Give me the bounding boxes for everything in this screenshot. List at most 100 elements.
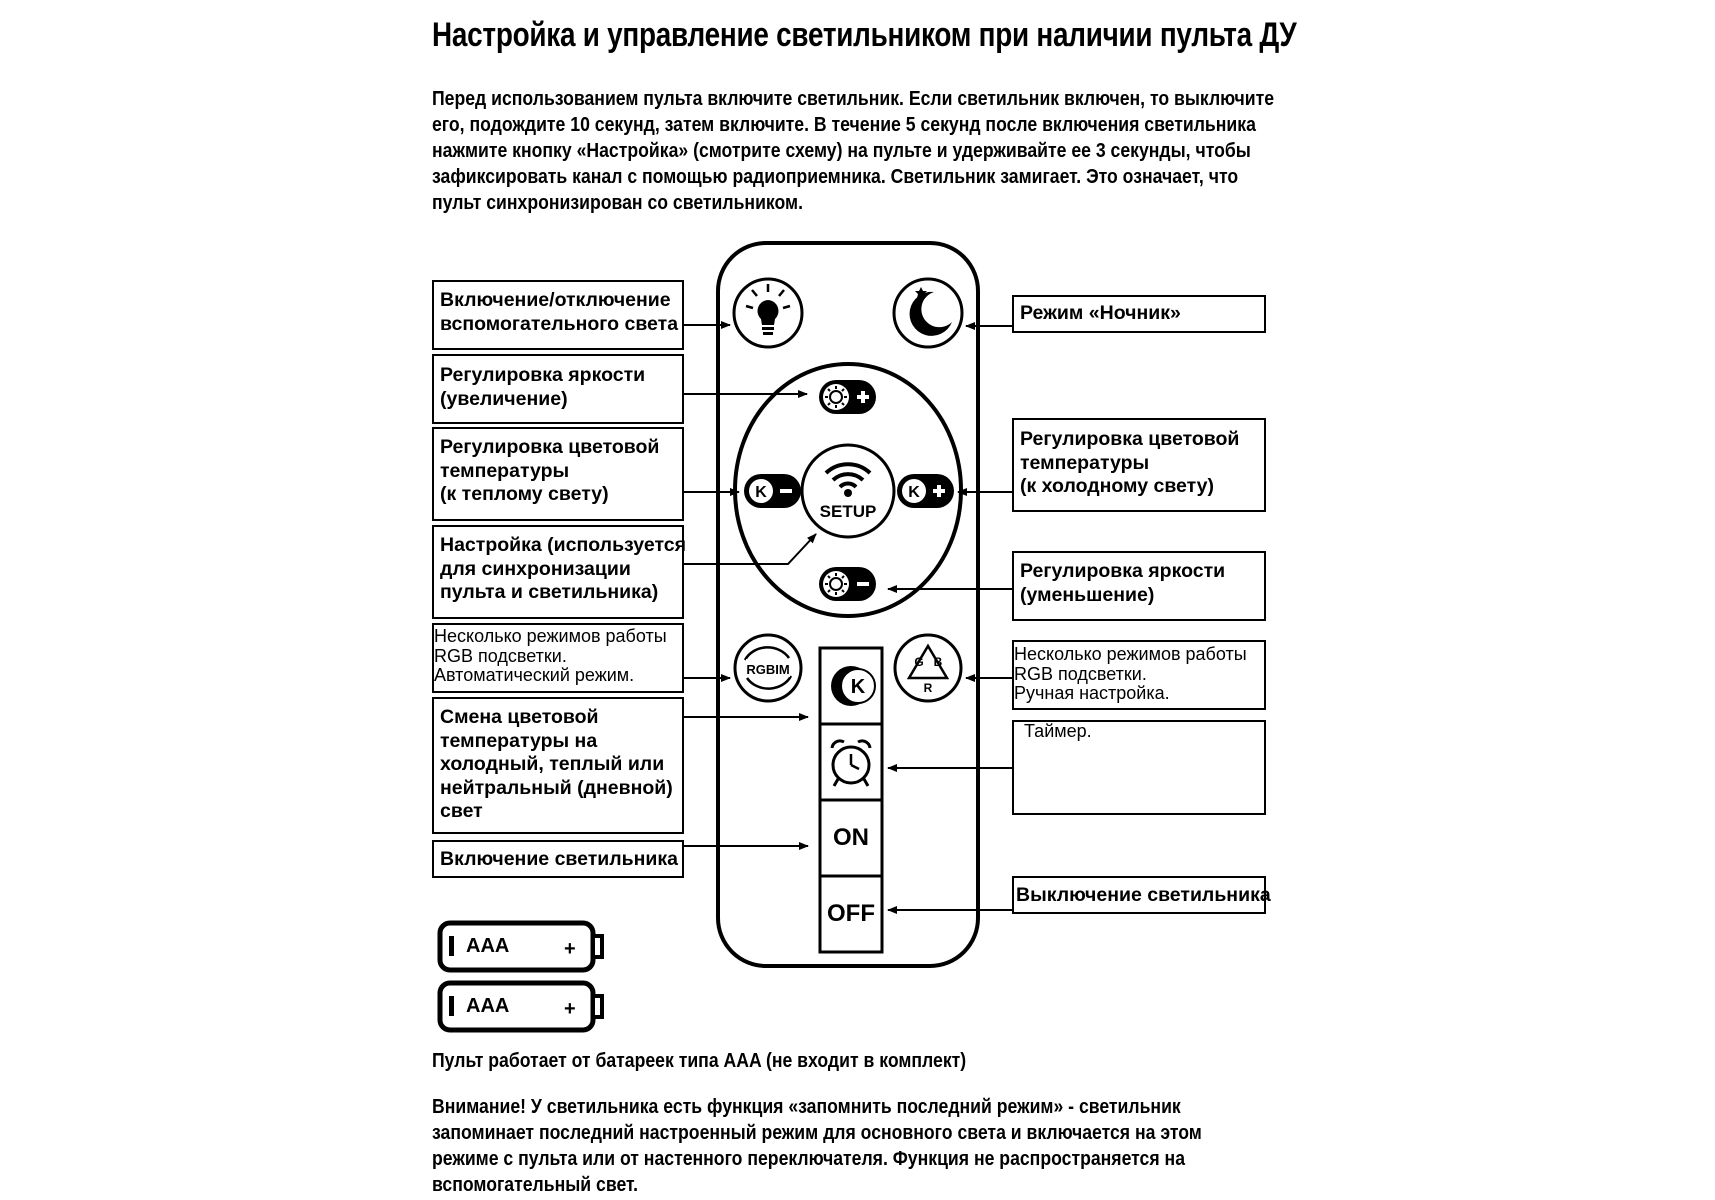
label-line: Регулировка яркости — [440, 364, 646, 386]
rgb-manual-button[interactable]: G B R — [893, 633, 963, 703]
label-line: Режим «Ночник» — [1020, 302, 1181, 324]
label-line: Регулировка яркости — [1020, 560, 1226, 582]
label-line: (к холодному свету) — [1020, 475, 1215, 497]
warning-paragraph: Внимание! У светильника есть функция «за… — [432, 1094, 1202, 1198]
kelvin-letter: K — [755, 484, 767, 501]
label-box-setup — [432, 525, 684, 619]
intro-paragraph: Перед использованием пульта включите све… — [432, 86, 1274, 216]
label-line: пульта и светильника) — [440, 581, 659, 603]
label-line: холодный, теплый или — [440, 753, 665, 775]
intro-line: Перед использованием пульта включите све… — [432, 87, 1275, 110]
label-kelvin-plus: Регулировка цветовой температуры (к холо… — [1020, 428, 1239, 499]
label-line: (к теплому свету) — [440, 483, 609, 505]
label-setup: Настройка (используется для синхронизаци… — [440, 534, 686, 605]
label-line: температуры на — [440, 729, 598, 752]
battery-label: AAA — [466, 935, 509, 957]
label-line: свет — [440, 800, 483, 822]
label-box-off — [1012, 876, 1266, 914]
aux-light-button[interactable] — [732, 277, 804, 349]
label-box-night-mode — [1012, 295, 1266, 333]
warning-line: режиме с пульта или от настенного перекл… — [432, 1147, 1186, 1170]
label-line: для синхронизации — [440, 557, 631, 580]
label-line: Настройка (используется — [440, 534, 686, 556]
warning-line: Внимание! У светильника есть функция «за… — [432, 1095, 1181, 1118]
night-mode-button[interactable] — [892, 277, 964, 349]
label-kelvin-cycle: Смена цветовой температуры на холодный, … — [440, 706, 673, 824]
battery-plus: + — [564, 998, 576, 1020]
label-line: (увеличение) — [440, 387, 568, 410]
label-line: Выключение светильника — [1016, 884, 1271, 906]
label-box-rgb-auto — [432, 623, 684, 693]
kelvin-letter: K — [851, 676, 866, 698]
label-line: Автоматический режим. — [434, 665, 635, 685]
on-button[interactable] — [818, 798, 884, 878]
arrow-setup — [684, 533, 817, 565]
off-button[interactable] — [818, 874, 884, 954]
label-night-mode: Режим «Ночник» — [1020, 302, 1181, 326]
setup-button[interactable]: SETUP — [800, 443, 896, 539]
label-timer: Таймер. — [1024, 721, 1092, 742]
label-kelvin-minus: Регулировка цветовой температуры (к тепл… — [440, 436, 659, 507]
label-line: температуры — [1020, 451, 1150, 474]
brightness-down-button[interactable] — [819, 567, 876, 601]
page-title: Настройка и управление светильником при … — [432, 16, 1297, 54]
label-box-brightness-up — [432, 354, 684, 424]
battery-note: Пульт работает от батареек типа AAA (не … — [432, 1049, 967, 1072]
on-label: ON — [833, 824, 869, 851]
warning-line: запоминает последний настроенный режим д… — [432, 1121, 1202, 1144]
label-off: Выключение светильника — [1016, 884, 1271, 908]
moon-icon — [909, 287, 952, 336]
label-line: Несколько режимов работы — [1014, 644, 1247, 664]
intro-line: зафиксировать канал с помощью радиоприем… — [432, 165, 1239, 188]
label-on: Включение светильника — [440, 848, 678, 872]
kelvin-minus-button[interactable]: K — [744, 474, 801, 508]
setup-label: SETUP — [820, 502, 877, 521]
rgb-manual-icon: G B R — [906, 643, 950, 695]
label-box-kelvin-plus — [1012, 418, 1266, 512]
label-box-kelvin-minus — [432, 427, 684, 521]
label-line: RGB подсветки. — [1014, 663, 1147, 684]
label-rgb-auto: Несколько режимов работы RGB подсветки. … — [434, 626, 667, 686]
brightness-up-button[interactable] — [819, 380, 876, 414]
kelvin-plus-button[interactable]: K — [897, 474, 954, 508]
label-box-aux-light — [432, 280, 684, 350]
label-box-timer — [1012, 720, 1266, 815]
label-line: Регулировка цветовой — [1020, 428, 1240, 450]
rgb-letter-b: B — [934, 655, 943, 669]
wifi-icon — [824, 462, 872, 497]
kelvin-plus-icon: K — [902, 479, 926, 503]
kelvin-cycle-icon: K — [831, 666, 876, 706]
label-aux-light: Включение/отключение вспомогательного св… — [440, 289, 678, 336]
label-box-on — [432, 840, 684, 878]
label-line: Несколько режимов работы — [434, 626, 667, 646]
bulb-icon — [745, 284, 791, 335]
intro-line: нажмите кнопку «Настройка» (смотрите схе… — [432, 139, 1251, 162]
label-line: Смена цветовой — [440, 706, 599, 728]
intro-line: пульт синхронизирован со светильником. — [432, 191, 803, 214]
intro-line: его, подождите 10 секунд, затем включите… — [432, 113, 1256, 136]
rgb-auto-icon: RGBIM — [743, 646, 793, 690]
rgb-letter-r: R — [924, 681, 933, 695]
label-line: температуры — [440, 459, 570, 482]
battery-2: AAA + — [437, 980, 604, 1033]
label-line: Таймер. — [1024, 721, 1092, 741]
label-line: вспомогательного света — [440, 312, 679, 335]
brightness-down-icon — [825, 573, 847, 595]
label-box-kelvin-cycle — [432, 697, 684, 834]
label-brightness-up: Регулировка яркости (увеличение) — [440, 364, 645, 411]
label-brightness-down: Регулировка яркости (уменьшение) — [1020, 560, 1225, 607]
label-box-brightness-down — [1012, 551, 1266, 621]
label-rgb-manual: Несколько режимов работы RGB подсветки. … — [1014, 644, 1247, 704]
kelvin-letter: K — [908, 484, 920, 501]
rgb-auto-button[interactable]: RGBIM — [733, 633, 803, 703]
battery-label: AAA — [466, 995, 509, 1017]
rgb-letter-g: G — [914, 655, 923, 669]
brightness-up-icon — [825, 386, 847, 408]
label-line: RGB подсветки. — [434, 645, 567, 666]
warning-line: вспомогательный свет. — [432, 1173, 639, 1196]
label-line: Включение/отключение — [440, 289, 671, 311]
label-line: Включение светильника — [440, 848, 679, 870]
off-label: OFF — [827, 900, 875, 927]
label-box-rgb-manual — [1012, 640, 1266, 710]
